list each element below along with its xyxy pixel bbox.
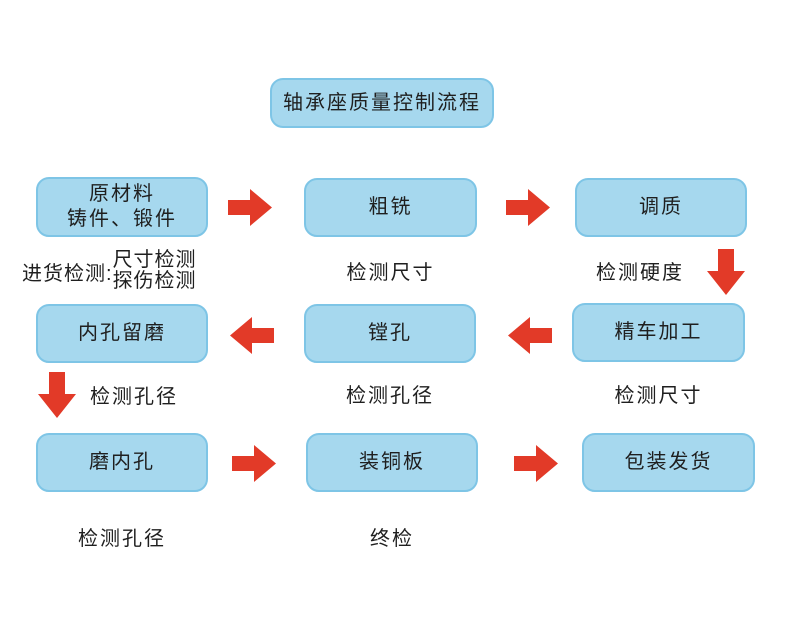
incoming-prefix: 进货检测: [22,262,113,285]
arrow-down-icon [38,372,76,418]
arrow-right-icon [232,445,276,482]
label-check-size-1: 检测尺寸 [346,262,435,284]
arrow-down-shape [707,249,745,295]
label-check-hardness: 检测硬度 [596,262,684,284]
arrow-left-icon [230,317,274,354]
arrow-right-shape [514,445,558,482]
node-boring: 镗孔 [304,304,476,363]
node-bore-grind-allowance: 内孔留磨 [36,304,208,363]
arrow-right-shape [506,189,550,226]
node-raw-material-line2: 铸件、锻件 [67,208,177,230]
node-boring-label: 镗孔 [368,322,412,344]
node-install-copper-plate: 装铜板 [306,433,478,492]
arrow-right-shape [228,189,272,226]
node-grind-inner-hole-label: 磨内孔 [89,451,155,473]
label-incoming-inspection: 进货检测: 尺寸检测 探伤检测 [22,250,197,292]
label-final-inspection: 终检 [370,528,414,550]
arrow-left-icon [508,317,552,354]
page-title: 轴承座质量控制流程 [283,91,481,114]
node-pack-ship-label: 包装发货 [624,451,713,473]
incoming-line1: 尺寸检测 [112,249,197,271]
incoming-line2: 探伤检测 [112,270,197,292]
node-quench-temper: 调质 [575,178,747,237]
arrow-right-icon [228,189,272,226]
arrow-right-icon [514,445,558,482]
node-raw-material: 原材料 铸件、锻件 [36,177,208,237]
node-quench-temper-label: 调质 [639,196,683,218]
node-pack-ship: 包装发货 [582,433,755,492]
label-check-size-2: 检测尺寸 [614,385,703,407]
node-raw-material-line1: 原材料 [89,183,155,205]
arrow-down-icon [707,249,745,295]
node-fine-turning: 精车加工 [572,303,745,362]
label-check-bore-1: 检测孔径 [90,386,178,408]
arrow-left-shape [508,317,552,354]
node-rough-milling-label: 粗铣 [368,196,413,218]
label-check-bore-3: 检测孔径 [78,528,166,550]
node-fine-turning-label: 精车加工 [614,321,703,343]
arrow-left-shape [230,317,274,354]
arrow-right-shape [232,445,276,482]
incoming-stack: 尺寸检测 探伤检测 [113,250,197,292]
node-rough-milling: 粗铣 [304,178,477,237]
title-box: 轴承座质量控制流程 [270,78,494,128]
arrow-down-shape [38,372,76,418]
node-bore-grind-allowance-label: 内孔留磨 [78,322,166,344]
node-grind-inner-hole: 磨内孔 [36,433,208,492]
node-install-copper-plate-label: 装铜板 [359,451,425,473]
label-check-bore-2: 检测孔径 [346,385,434,407]
arrow-right-icon [506,189,550,226]
